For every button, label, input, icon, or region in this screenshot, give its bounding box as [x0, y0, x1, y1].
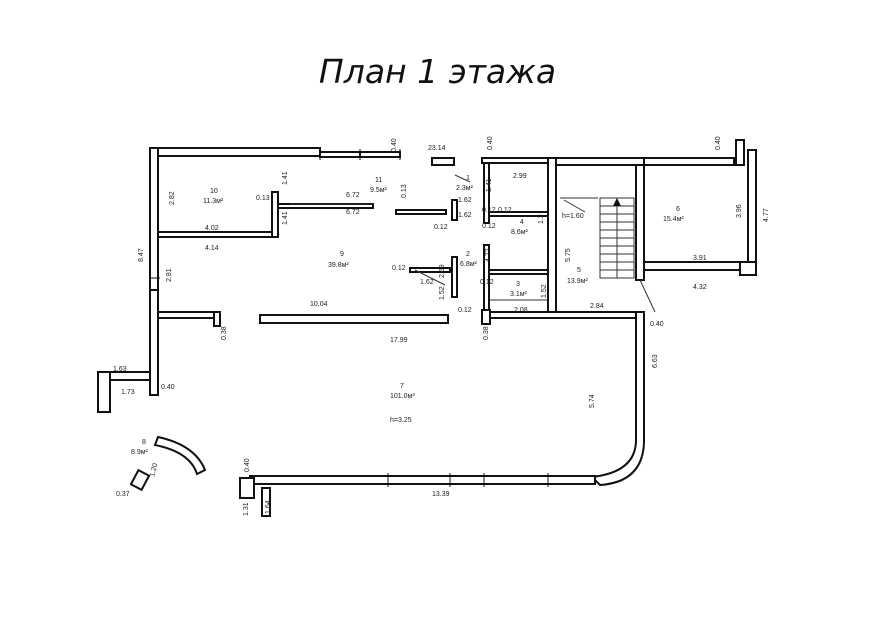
dim-label: 0.38 [483, 326, 490, 340]
dim-label: 2.59 [439, 264, 446, 278]
dim-label: 1.62 [420, 279, 434, 286]
room-7-height: h=3.25 [390, 417, 412, 424]
room-11-number: 11 [375, 177, 382, 184]
dim-label: 0.37 [116, 491, 130, 498]
room-2-number: 2 [466, 251, 470, 258]
dim-label: 0.12 [482, 223, 496, 230]
dim-label: 4.14 [205, 245, 219, 252]
dim-label: 0.13 [256, 195, 270, 202]
dim-label: 1.41 [486, 178, 493, 192]
dim-label: 0.12 [498, 207, 512, 214]
room-8-area: 8.9м² [131, 449, 149, 456]
dim-label: 6.72 [346, 192, 360, 199]
room-7-number: 7 [400, 383, 404, 390]
dim-label: 0.40 [650, 321, 664, 328]
dim-label: 1.62 [458, 197, 472, 204]
dim-label: 0.12 [482, 207, 496, 214]
dim-label: 0.12 [434, 224, 448, 231]
room-6-number: 6 [676, 206, 680, 213]
dim-label: 0.40 [244, 458, 251, 472]
dim-label: 1.62 [458, 212, 472, 219]
room-9-number: 9 [340, 251, 344, 258]
dim-label: 1.63 [113, 366, 127, 373]
dim-label: 0.12 [480, 279, 494, 286]
dim-label: 0.40 [487, 136, 494, 150]
room-3-number: 3 [516, 281, 520, 288]
dim-label: 23.14 [428, 145, 446, 152]
dim-label: 1.41 [282, 211, 289, 225]
room-1-area: 2.3м² [456, 185, 474, 192]
dim-label: 4.32 [693, 284, 707, 291]
dim-label: 0.40 [715, 136, 722, 150]
dim-label: 2.99 [513, 173, 527, 180]
room-1-number: 1 [466, 175, 470, 182]
room-6-area: 15.4м² [663, 216, 684, 223]
dim-label: 1.73 [121, 389, 135, 396]
dim-label: 17.99 [390, 337, 408, 344]
room-3-area: 3.1м² [510, 291, 528, 298]
dim-label: 1.64 [265, 500, 272, 514]
dim-label: 1.52 [541, 284, 548, 298]
room-5-number: 5 [577, 267, 581, 274]
dim-label: 1.41 [282, 171, 289, 185]
room-7-area: 101.0м² [390, 393, 415, 400]
room-5-height: h=1.60 [562, 213, 584, 220]
dimension-labels: 23.14 0.40 0.40 0.40 2.82 1.41 0.13 6.72… [113, 136, 770, 516]
dim-label: 2.84 [590, 303, 604, 310]
dim-label: 2.82 [169, 191, 176, 205]
staircase [560, 197, 635, 279]
plan-title: План 1 этажа [318, 52, 557, 91]
room-2-area: 6.8м² [460, 261, 478, 268]
dim-label: 5.75 [565, 248, 572, 262]
room-9-area: 39.8м² [328, 262, 349, 269]
dim-label: 1.31 [243, 502, 250, 516]
dim-label: 4.77 [763, 208, 770, 222]
room-10-number: 10 [210, 188, 218, 195]
dim-label: 1.2 [538, 214, 545, 224]
windows [150, 149, 549, 487]
dim-label: 0.12 [458, 307, 472, 314]
dim-label: 3.96 [736, 204, 743, 218]
room-labels: 1 2.3м² 2 6.8м² 3 3.1м² 4 8.6м² 5 13.9м²… [131, 175, 684, 456]
dimension-lines [290, 174, 656, 313]
room-11-area: 9.5м² [370, 187, 388, 194]
room-5-area: 13.9м² [567, 278, 588, 285]
dim-label: 0.38 [221, 326, 228, 340]
dim-label: 2.81 [166, 268, 173, 282]
dim-label: 13.39 [432, 491, 450, 498]
dim-label: 5.74 [589, 394, 596, 408]
dim-label: 0.13 [401, 184, 408, 198]
dim-label: 6.63 [652, 354, 659, 368]
room-8-number: 8 [142, 439, 146, 446]
room-4-area: 8.6м² [511, 229, 529, 236]
walls [97, 139, 757, 517]
dim-label: 6.72 [346, 209, 360, 216]
dim-label: 4.72 [485, 248, 492, 262]
dim-label: 1.20 [149, 462, 159, 477]
dim-label: 0.40 [161, 384, 175, 391]
dim-label: 0.40 [391, 138, 398, 152]
room-4-number: 4 [520, 219, 524, 226]
dim-label: 3.91 [693, 255, 707, 262]
dim-label: 0.12 [392, 265, 406, 272]
dim-label: 10.04 [310, 301, 328, 308]
dim-label: 4.02 [205, 225, 219, 232]
dim-label: 2.08 [514, 307, 528, 314]
room-10-area: 11.3м² [203, 198, 224, 205]
dim-label: 1.52 [439, 286, 446, 300]
dim-label: 8.47 [138, 248, 145, 262]
